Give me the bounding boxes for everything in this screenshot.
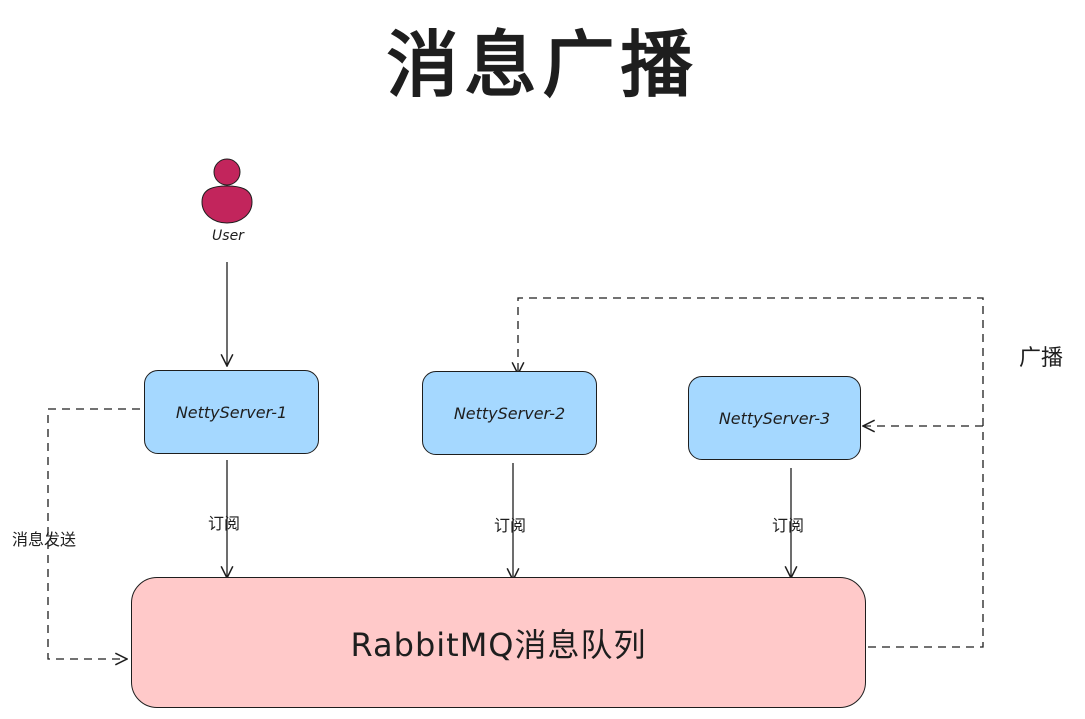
broadcast-path-to-server-2 bbox=[518, 297, 984, 648]
broadcast-label: 广播 bbox=[1019, 346, 1064, 371]
subscribe-label-3: 订阅 bbox=[772, 516, 805, 535]
netty-server-3-label: NettyServer-3 bbox=[718, 408, 831, 428]
netty-server-1-node: NettyServer-1 bbox=[144, 370, 319, 454]
user-body bbox=[201, 185, 253, 224]
netty-server-3-node: NettyServer-3 bbox=[688, 376, 861, 460]
message-send-path bbox=[47, 408, 140, 659]
netty-server-2-label: NettyServer-2 bbox=[453, 403, 566, 423]
netty-server-1-label: NettyServer-1 bbox=[175, 402, 288, 422]
rabbitmq-queue-node: RabbitMQ消息队列 bbox=[131, 577, 866, 708]
user-head bbox=[213, 158, 241, 186]
user-label: User bbox=[212, 228, 244, 244]
diagram-title: 消息广播 bbox=[386, 23, 699, 107]
message-send-label: 消息发送 bbox=[12, 530, 77, 549]
subscribe-label-2: 订阅 bbox=[494, 516, 527, 535]
subscribe-label-1: 订阅 bbox=[208, 514, 241, 533]
rabbitmq-queue-label: RabbitMQ消息队列 bbox=[350, 625, 647, 664]
netty-server-2-node: NettyServer-2 bbox=[422, 371, 597, 455]
user-icon bbox=[201, 158, 253, 224]
